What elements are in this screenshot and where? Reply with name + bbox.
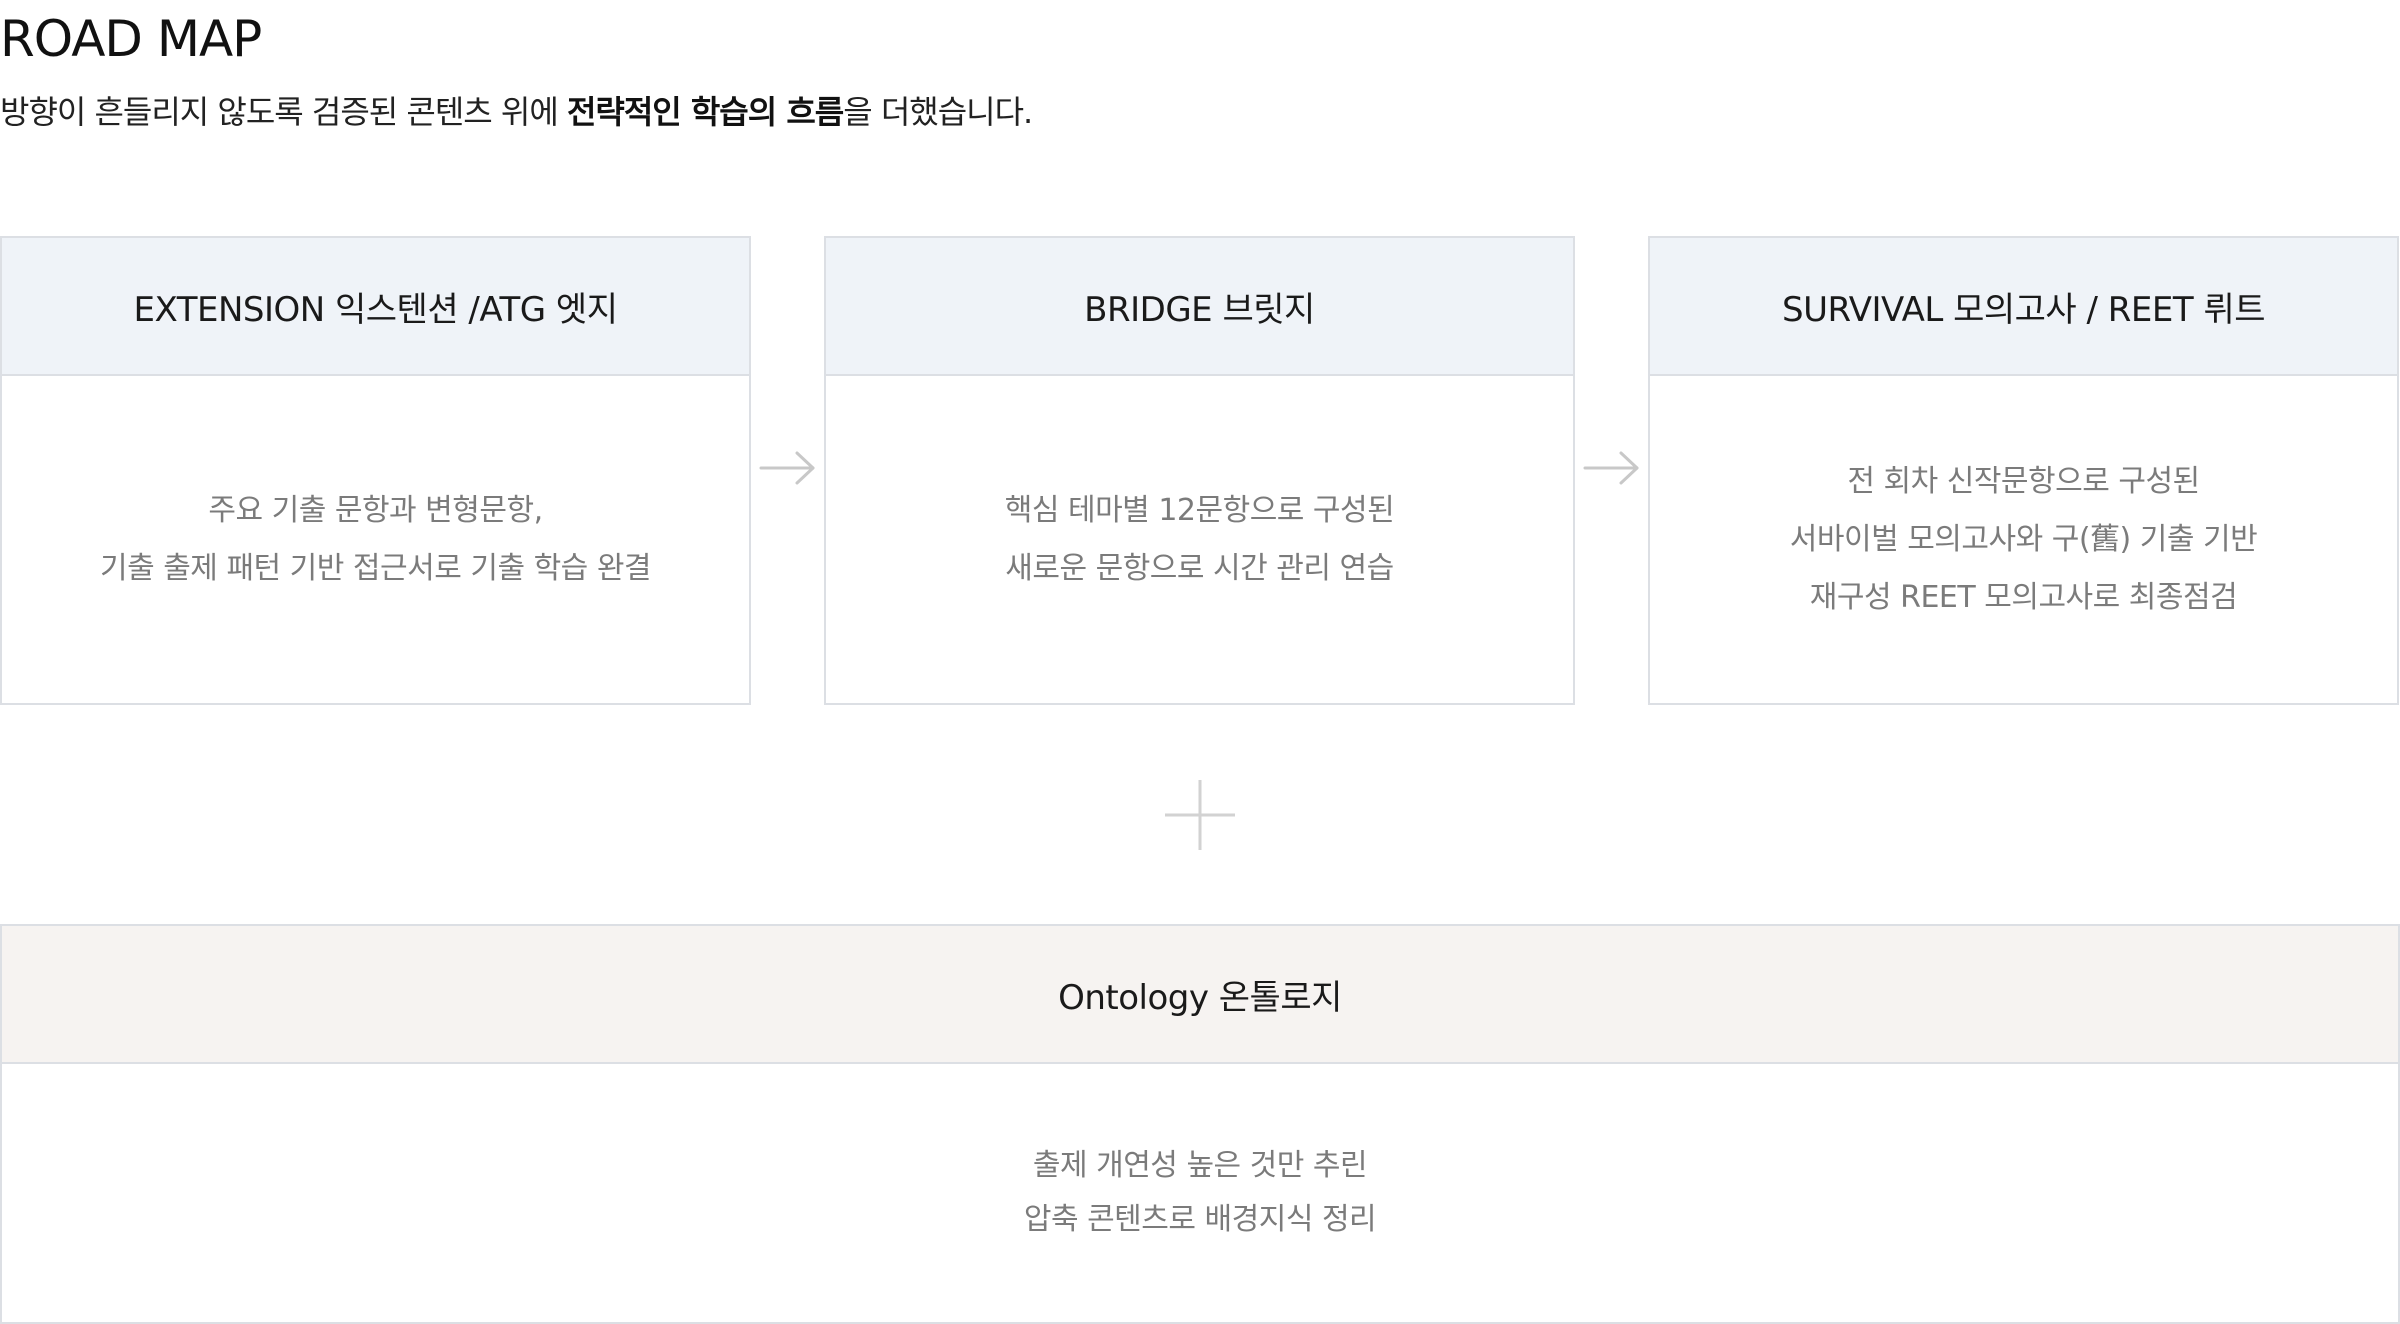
step-title: BRIDGE 브릿지 xyxy=(826,238,1573,376)
step-description-line: 핵심 테마별 12문항으로 구성된 xyxy=(1004,492,1395,528)
page-title: ROAD MAP xyxy=(0,10,262,68)
subtitle-highlight: 전략적인 학습의 흐름 xyxy=(566,93,844,131)
roadmap-step-bridge: BRIDGE 브릿지 핵심 테마별 12문항으로 구성된 새로운 문항으로 시간… xyxy=(824,236,1575,705)
step-description-line: 새로운 문항으로 시간 관리 연습 xyxy=(1005,550,1394,586)
subtitle-suffix: 을 더했습니다. xyxy=(843,93,1033,131)
subtitle-prefix: 방향이 흔들리지 않도록 검증된 콘텐츠 위에 xyxy=(0,93,567,131)
step-description: 전 회차 신작문항으로 구성된 서바이벌 모의고사와 구(舊) 기출 기반 재구… xyxy=(1650,376,2397,703)
roadmap-extra-ontology: Ontology 온톨로지 출제 개연성 높은 것만 추린 압축 콘텐츠로 배경… xyxy=(0,924,2400,1324)
arrow-right-icon xyxy=(759,451,815,485)
step-description-line: 재구성 REET 모의고사로 최종점검 xyxy=(1809,579,2238,615)
roadmap-step-survival: SURVIVAL 모의고사 / REET 뤼트 전 회차 신작문항으로 구성된 … xyxy=(1648,236,2399,705)
page-subtitle: 방향이 흔들리지 않도록 검증된 콘텐츠 위에 전략적인 학습의 흐름을 더했습… xyxy=(0,90,1033,134)
extra-description-line: 출제 개연성 높은 것만 추린 xyxy=(1032,1148,1368,1183)
step-description: 주요 기출 문항과 변형문항, 기출 출제 패턴 기반 접근서로 기출 학습 완… xyxy=(2,376,749,703)
step-description-line: 주요 기출 문항과 변형문항, xyxy=(208,492,543,528)
step-description-line: 서바이벌 모의고사와 구(舊) 기출 기반 xyxy=(1789,521,2258,557)
extra-title: Ontology 온톨로지 xyxy=(2,926,2398,1064)
extra-description-line: 압축 콘텐츠로 배경지식 정리 xyxy=(1023,1202,1377,1237)
step-description: 핵심 테마별 12문항으로 구성된 새로운 문항으로 시간 관리 연습 xyxy=(826,376,1573,703)
plus-icon xyxy=(1165,780,1235,850)
extra-description: 출제 개연성 높은 것만 추린 압축 콘텐츠로 배경지식 정리 xyxy=(2,1064,2398,1322)
step-title: SURVIVAL 모의고사 / REET 뤼트 xyxy=(1650,238,2397,376)
roadmap-step-extension: EXTENSION 익스텐션 /ATG 엣지 주요 기출 문항과 변형문항, 기… xyxy=(0,236,751,705)
step-description-line: 기출 출제 패턴 기반 접근서로 기출 학습 완결 xyxy=(99,550,652,586)
step-description-line: 전 회차 신작문항으로 구성된 xyxy=(1847,463,2200,499)
step-title: EXTENSION 익스텐션 /ATG 엣지 xyxy=(2,238,749,376)
arrow-right-icon xyxy=(1583,451,1639,485)
